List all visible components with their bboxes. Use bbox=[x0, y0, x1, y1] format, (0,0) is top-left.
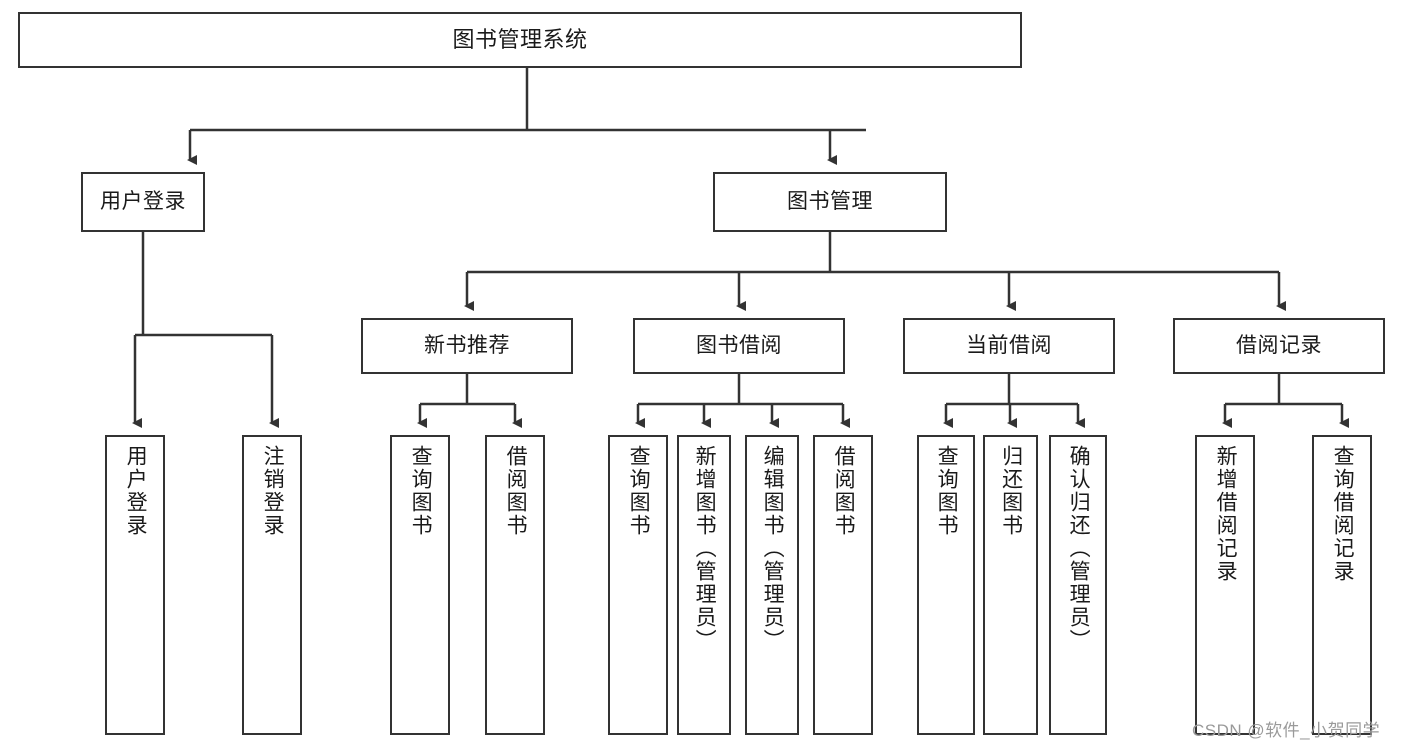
edge-current-borrow-to-leaves bbox=[943, 374, 1085, 428]
node-label: 新书推荐 bbox=[424, 334, 510, 358]
node-label: 图书管理 bbox=[787, 190, 873, 214]
node-leaf-query-book-2[interactable]: 查询图书 bbox=[608, 435, 668, 735]
node-leaf-borrow-book-2[interactable]: 借阅图书 bbox=[813, 435, 873, 735]
node-label: 编辑图书（管理员） bbox=[761, 445, 785, 652]
node-label: 用户登录 bbox=[100, 190, 186, 214]
node-label: 查询图书 bbox=[409, 445, 433, 537]
node-label: 图书管理系统 bbox=[452, 26, 588, 52]
node-label: 借阅记录 bbox=[1236, 334, 1322, 358]
node-book-borrow[interactable]: 图书借阅 bbox=[633, 318, 845, 374]
node-label: 确认归还（管理员） bbox=[1067, 445, 1091, 652]
node-user-login[interactable]: 用户登录 bbox=[81, 172, 205, 232]
edge-user-login-to-leaves bbox=[132, 232, 279, 428]
node-label: 用户登录 bbox=[124, 445, 148, 537]
node-leaf-add-record[interactable]: 新增借阅记录 bbox=[1195, 435, 1255, 735]
edge-book-borrow-to-leaves bbox=[635, 374, 850, 428]
node-label: 新增借阅记录 bbox=[1214, 445, 1238, 583]
node-leaf-query-record[interactable]: 查询借阅记录 bbox=[1312, 435, 1372, 735]
node-book-manage[interactable]: 图书管理 bbox=[713, 172, 947, 232]
node-label: 查询借阅记录 bbox=[1331, 445, 1355, 583]
csdn-watermark: CSDN @软件_小贺同学 bbox=[1192, 721, 1381, 740]
node-label: 新增图书（管理员） bbox=[693, 445, 717, 652]
edge-new-book-recommend-to-leaves bbox=[417, 374, 522, 428]
node-leaf-confirm-return[interactable]: 确认归还（管理员） bbox=[1049, 435, 1107, 735]
node-borrow-record[interactable]: 借阅记录 bbox=[1173, 318, 1385, 374]
node-label: 查询图书 bbox=[627, 445, 651, 537]
node-new-book-recommend[interactable]: 新书推荐 bbox=[361, 318, 573, 374]
node-leaf-user-login[interactable]: 用户登录 bbox=[105, 435, 165, 735]
node-leaf-user-logout[interactable]: 注销登录 bbox=[242, 435, 302, 735]
node-leaf-return-book[interactable]: 归还图书 bbox=[983, 435, 1038, 735]
edge-root-to-level2 bbox=[187, 68, 866, 165]
node-leaf-query-book-3[interactable]: 查询图书 bbox=[917, 435, 975, 735]
edge-book-manage-to-level3 bbox=[464, 232, 1286, 311]
node-label: 当前借阅 bbox=[966, 334, 1052, 358]
node-label: 归还图书 bbox=[999, 445, 1023, 537]
node-leaf-query-book-1[interactable]: 查询图书 bbox=[390, 435, 450, 735]
node-label: 注销登录 bbox=[261, 445, 285, 537]
node-root-system[interactable]: 图书管理系统 bbox=[18, 12, 1022, 68]
node-leaf-edit-book[interactable]: 编辑图书（管理员） bbox=[745, 435, 799, 735]
node-label: 查询图书 bbox=[935, 445, 959, 537]
node-leaf-borrow-book-1[interactable]: 借阅图书 bbox=[485, 435, 545, 735]
edge-borrow-record-to-leaves bbox=[1222, 374, 1349, 428]
node-leaf-add-book[interactable]: 新增图书（管理员） bbox=[677, 435, 731, 735]
node-label: 借阅图书 bbox=[504, 445, 528, 537]
node-current-borrow[interactable]: 当前借阅 bbox=[903, 318, 1115, 374]
node-label: 借阅图书 bbox=[832, 445, 856, 537]
node-label: 图书借阅 bbox=[696, 334, 782, 358]
